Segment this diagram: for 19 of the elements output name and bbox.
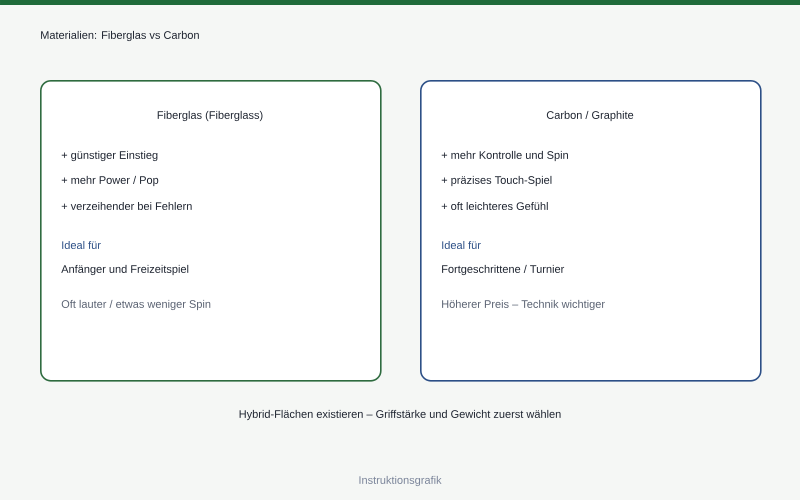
note-text: Oft lauter / etwas weniger Spin (62, 300, 210, 310)
note-text: Höherer Preis – Technik wichtiger (442, 300, 605, 310)
pro-item: + mehr Kontrolle und Spin (442, 150, 568, 162)
pro-item: + oft leichteres Gefühl (442, 202, 548, 210)
footnote-text: Hybrid-Flächen existieren – Griffstärke und Gewicht zuerst wählen (240, 410, 561, 420)
material-card (420, 80, 762, 382)
footer-text: Instruktionsgrafik (359, 476, 442, 486)
ideal-heading: Ideal für (62, 240, 101, 250)
pro-item: + günstiger Einstieg (62, 150, 158, 162)
pro-item: + verzeihender bei Fehlern (62, 202, 192, 210)
card-heading: Fiberglas (Fiberglass) (158, 110, 262, 122)
pro-item: + mehr Power / Pop (62, 176, 158, 186)
ideal-heading: Ideal für (442, 240, 481, 250)
card-heading: Carbon / Graphite (546, 110, 634, 122)
audience-text: Anfänger und Freizeitspiel (61, 264, 188, 276)
page-title: Materialien: Fiberglas vs Carbon (41, 30, 199, 42)
material-card (40, 80, 382, 382)
pro-item: + präzises Touch-Spiel (442, 176, 552, 186)
audience-text: Fortgeschrittene / Turnier (442, 264, 564, 276)
